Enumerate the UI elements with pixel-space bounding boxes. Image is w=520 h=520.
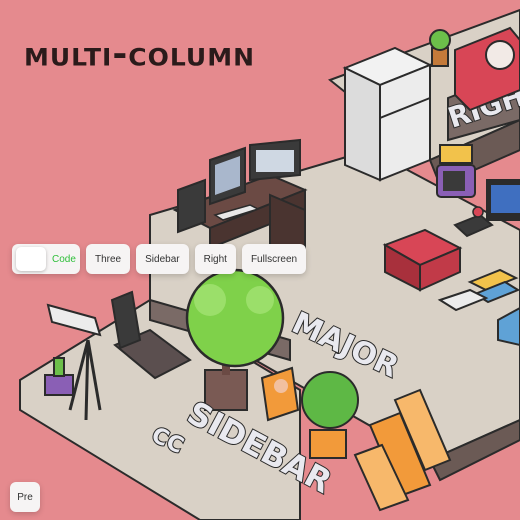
pre-button[interactable]: Pre [10,482,40,512]
fullscreen-button[interactable]: Fullscreen [241,244,307,274]
joystick [453,206,494,238]
three-button[interactable]: Three [86,244,131,274]
toggle-knob [16,247,46,271]
code-toggle[interactable]: Code [12,244,80,274]
blue-monitor [497,306,520,347]
armchair [382,228,463,292]
stairs [353,388,452,512]
cactus-pot [44,357,74,396]
small-tree [301,371,359,459]
books [437,268,520,312]
big-tree [185,268,285,411]
fridge [342,46,433,182]
small-plant [429,29,451,67]
treadmill [110,290,192,380]
game-monitor [486,179,520,221]
code-toggle-label: Code [52,253,76,265]
photo-frame [260,366,300,422]
telescope [46,303,102,421]
right-button[interactable]: Right [194,244,236,274]
layout-toolbar: Code Three Sidebar Right Fullscreen [12,244,307,274]
main-floor-edge [428,418,520,482]
retro-tv [436,144,476,198]
red-sofa-top [454,26,520,112]
sidebar-button[interactable]: Sidebar [136,244,189,274]
page-title: Multi-column [24,35,256,74]
